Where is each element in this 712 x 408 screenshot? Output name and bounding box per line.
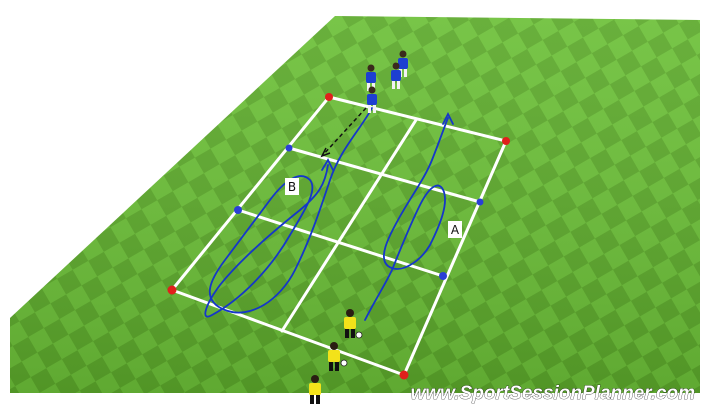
red-cone <box>168 286 177 295</box>
zone-label-a: A <box>448 221 462 238</box>
blue-cone <box>234 206 242 214</box>
blue-cone <box>439 272 447 280</box>
blue-cone <box>477 199 484 206</box>
watermark: www.SportSessionPlanner.com <box>411 383 695 404</box>
red-cone <box>325 93 333 101</box>
blue-cone <box>286 145 293 152</box>
red-cone <box>502 137 510 145</box>
svg-text:A: A <box>451 223 460 237</box>
svg-text:B: B <box>288 180 296 194</box>
ball <box>341 360 347 366</box>
ball <box>356 332 362 338</box>
red-cone <box>400 371 409 380</box>
zone-label-b: B <box>285 178 299 195</box>
